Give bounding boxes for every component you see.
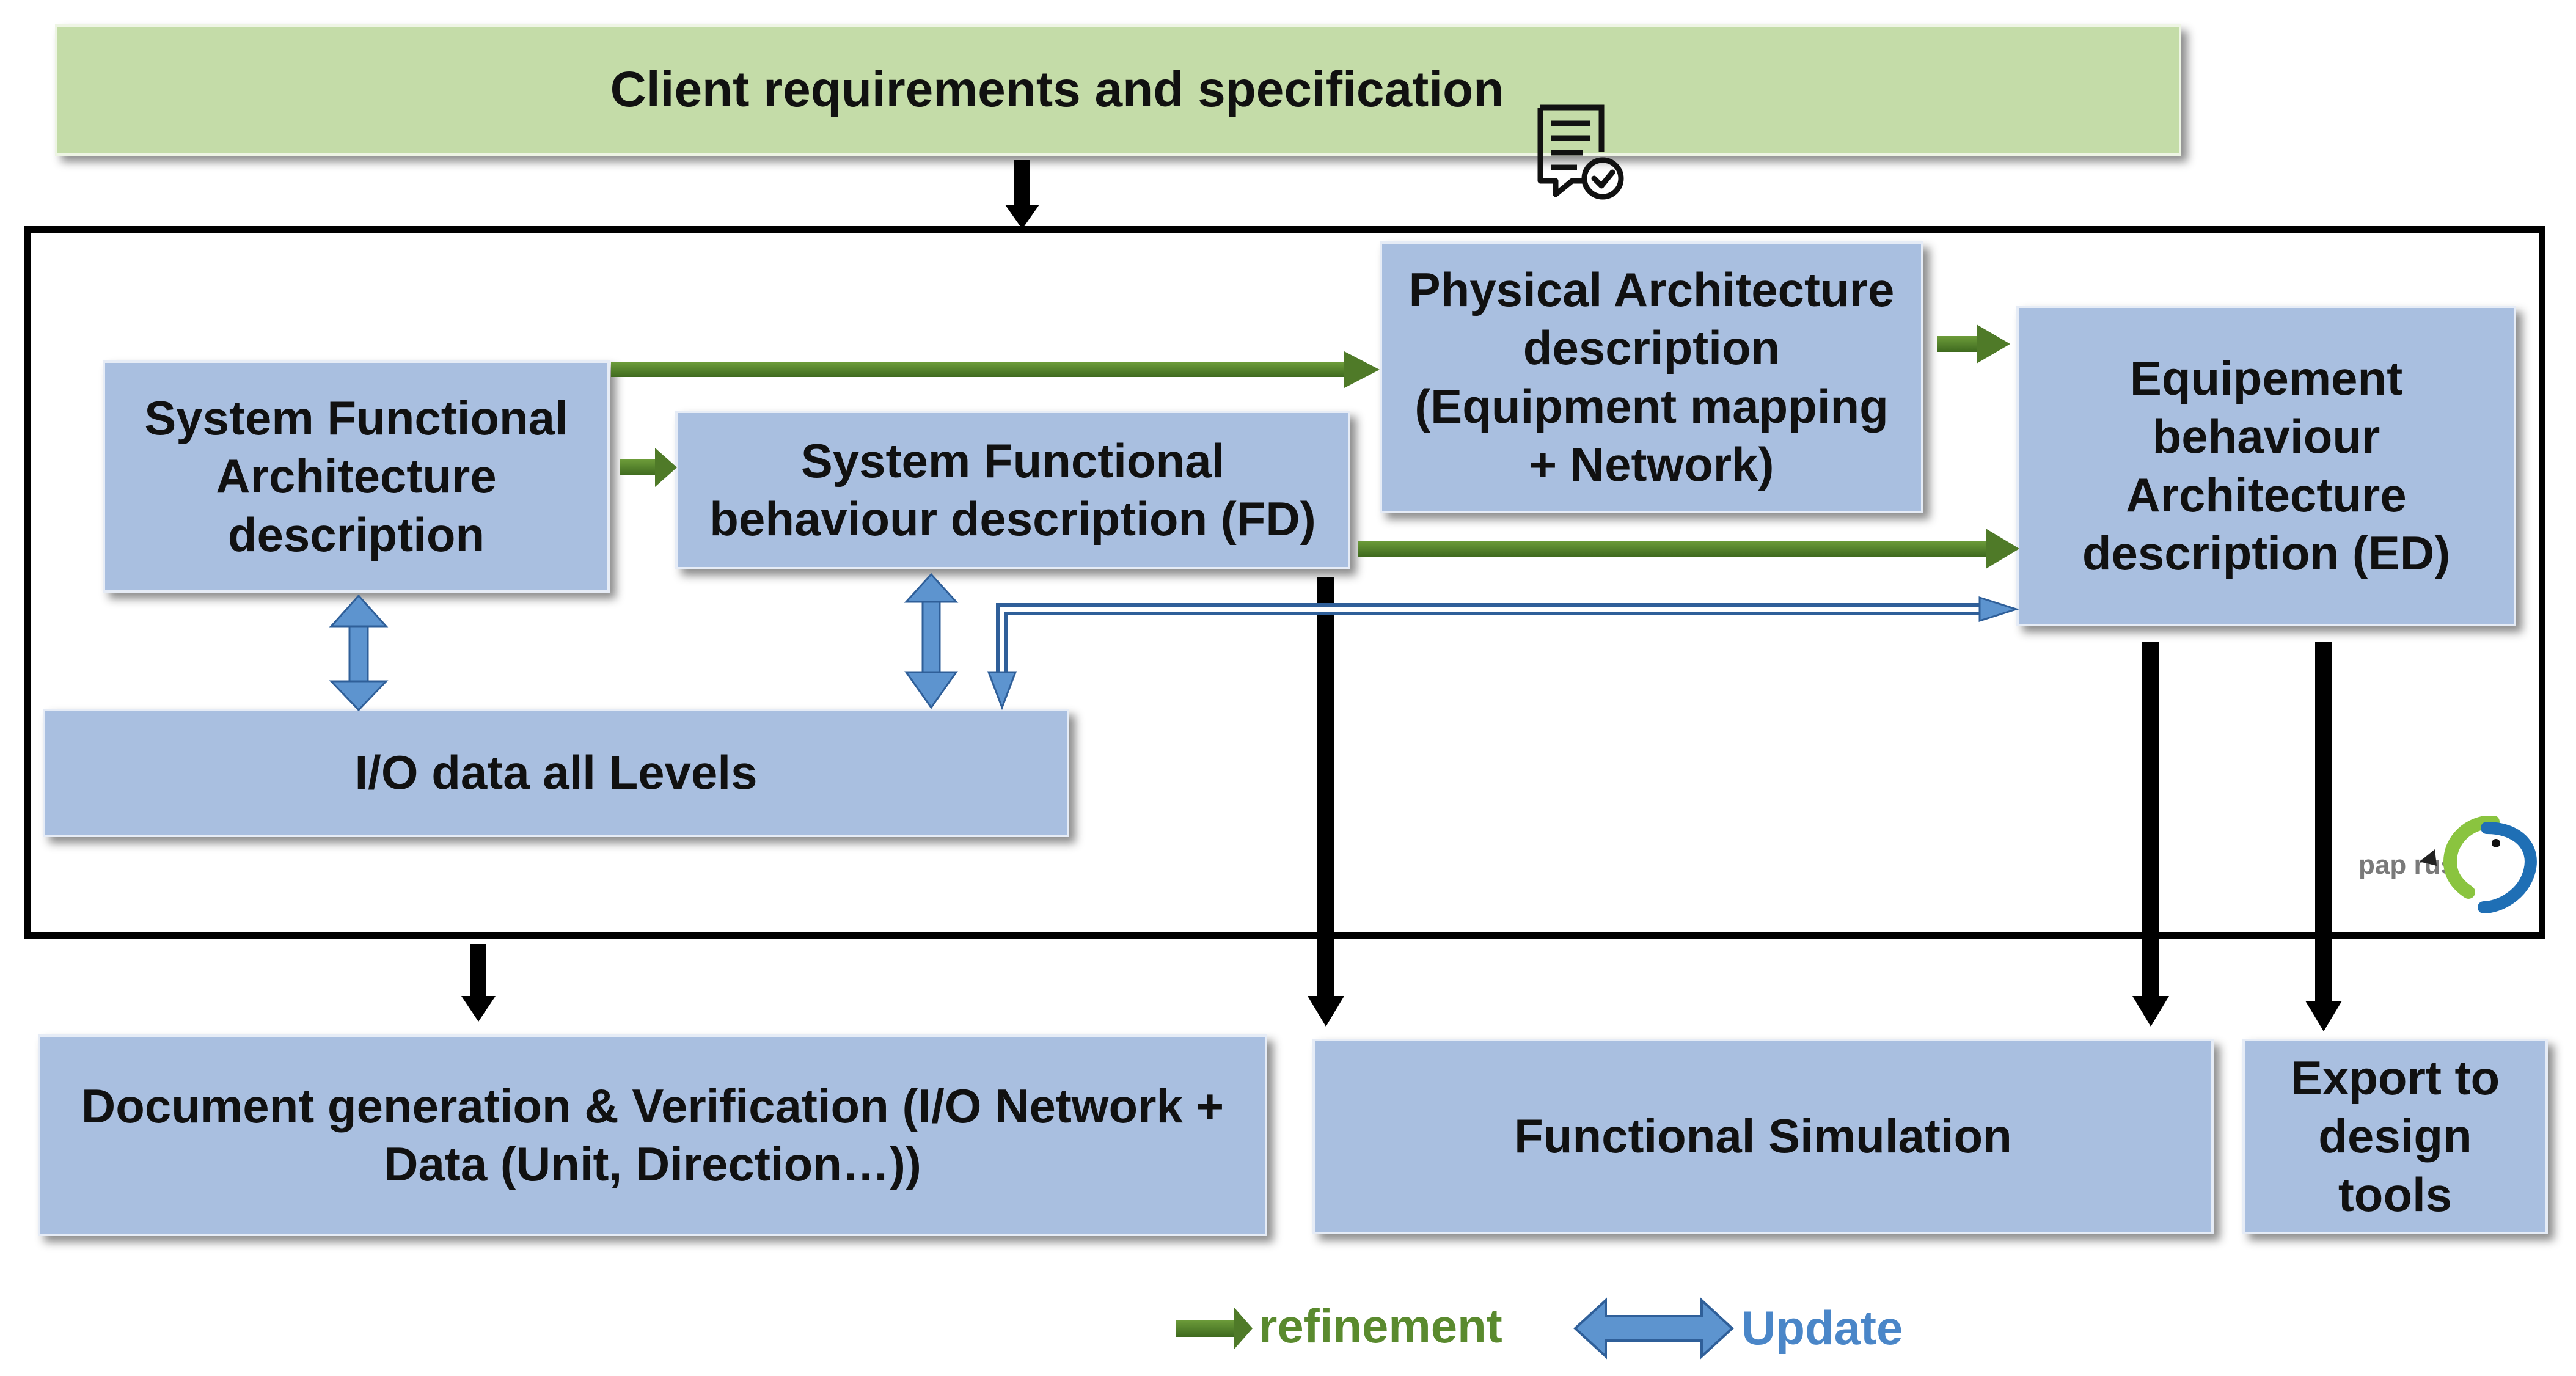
- papyrus-logo: pap rus: [2358, 816, 2542, 913]
- physical-architecture-box: Physical Architecture description (Equip…: [1380, 241, 1923, 513]
- legend-refinement-arrow: [1176, 1308, 1253, 1349]
- io-data-label: I/O data all Levels: [354, 745, 758, 800]
- equipment-behaviour-label: Equipement behaviour Architecture descri…: [2082, 351, 2451, 580]
- update-arrow-equipment-io: [987, 596, 2019, 711]
- black-arrow-ed-to-export: [2305, 642, 2342, 1031]
- client-requirements-box: Client requirements and specification: [55, 24, 2181, 200]
- document-generation-label: Document generation & Verification (I/O …: [81, 1078, 1224, 1191]
- model-frame: [24, 226, 2545, 939]
- system-functional-architecture-box: System Functional Architecture descripti…: [103, 360, 610, 593]
- document-check-icon: [1534, 42, 1626, 200]
- update-arrow-behaviour-io: [904, 573, 959, 709]
- papyrus-bird-logo: [2420, 816, 2537, 913]
- update-arrow-arch-io: [329, 594, 389, 712]
- refinement-arrow-physical-to-equipment: [1937, 324, 2010, 364]
- functional-simulation-label: Functional Simulation: [1514, 1109, 2012, 1163]
- legend-update-arrow: [1573, 1297, 1734, 1360]
- functional-simulation-box: Functional Simulation: [1312, 1039, 2214, 1234]
- document-generation-box: Document generation & Verification (I/O …: [38, 1034, 1267, 1236]
- black-arrow-ed-to-simulation: [2132, 642, 2169, 1027]
- export-design-tools-box: Export to design tools: [2242, 1039, 2548, 1234]
- black-arrow-fd-to-simulation: [1308, 577, 1344, 1027]
- system-functional-architecture-label: System Functional Architecture descripti…: [144, 391, 568, 562]
- legend-update-label: Update: [1741, 1301, 1903, 1355]
- black-arrow-client-to-frame: [1005, 160, 1039, 229]
- physical-architecture-label: Physical Architecture description (Equip…: [1408, 263, 1895, 491]
- papyrus-logo-text: pap rus: [2358, 850, 2456, 880]
- refinement-arrow-behaviour-to-equipment: [1358, 529, 2019, 569]
- system-functional-behaviour-label: System Functional behaviour description …: [709, 433, 1316, 546]
- client-requirements-label: Client requirements and specification: [610, 62, 1504, 118]
- refinement-arrow-arch-to-physical: [611, 351, 1380, 388]
- equipment-behaviour-box: Equipement behaviour Architecture descri…: [2016, 306, 2516, 626]
- refinement-arrow-arch-to-behaviour: [620, 448, 677, 487]
- io-data-box: I/O data all Levels: [43, 709, 1069, 837]
- legend-refinement-label: refinement: [1259, 1299, 1502, 1353]
- system-functional-behaviour-box: System Functional behaviour description …: [675, 411, 1350, 569]
- black-arrow-to-document-generation: [461, 944, 496, 1022]
- export-design-tools-label: Export to design tools: [2290, 1051, 2500, 1221]
